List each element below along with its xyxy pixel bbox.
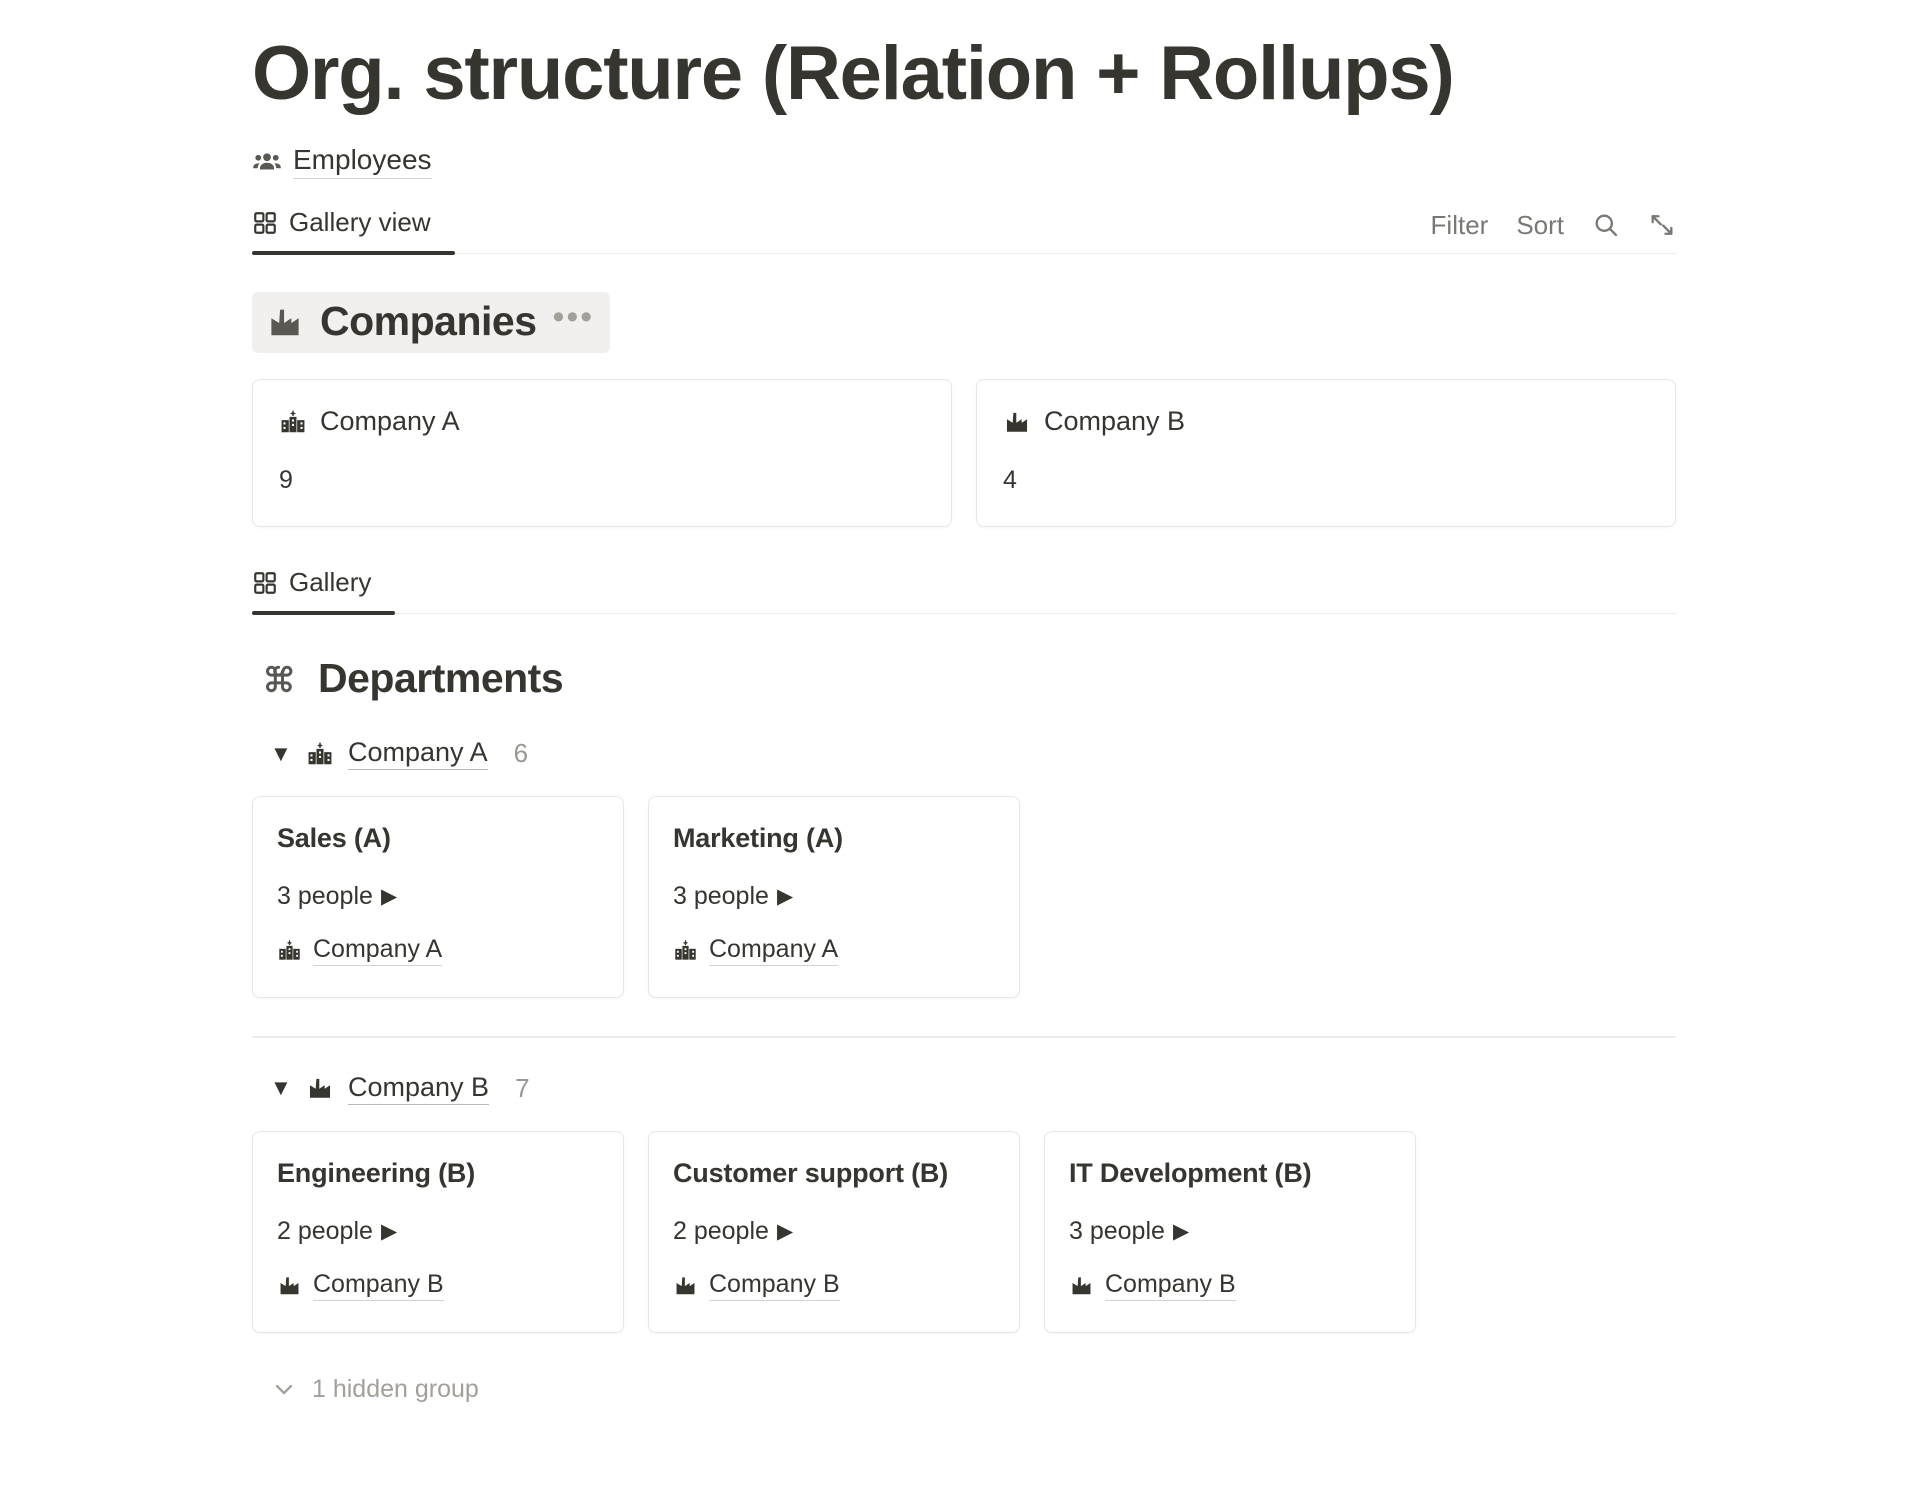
school-building-icon — [277, 938, 302, 963]
source-database-label: Employees — [293, 145, 432, 180]
company-card[interactable]: Company A 9 — [252, 379, 952, 528]
company-card[interactable]: Company B 4 — [976, 379, 1676, 528]
departments-view-toolbar: Gallery — [252, 567, 1676, 615]
department-people-count: 2 people — [673, 1216, 769, 1245]
factory-icon — [1003, 408, 1031, 436]
company-card-title: Company A — [320, 406, 460, 437]
department-relation[interactable]: Company B — [673, 1270, 995, 1301]
departments-view-tab-list: Gallery — [252, 567, 396, 615]
expand-diagonal-icon[interactable] — [1648, 211, 1676, 239]
school-building-icon — [673, 938, 698, 963]
department-card-title: Marketing (A) — [673, 823, 843, 854]
grid-icon — [252, 570, 278, 596]
department-relation[interactable]: Company B — [1069, 1270, 1391, 1301]
department-relation[interactable]: Company A — [277, 935, 599, 967]
school-building-icon — [279, 408, 307, 436]
play-triangle-icon[interactable]: ▶ — [776, 1219, 794, 1243]
department-card-title: IT Development (B) — [1069, 1157, 1312, 1188]
companies-view-toolbar: Gallery view Filter Sort — [252, 207, 1676, 255]
department-relation-label: Company B — [1105, 1270, 1236, 1301]
department-card[interactable]: Customer support (B) 2 people ▶ Company … — [648, 1130, 1020, 1333]
people-group-icon — [252, 147, 282, 177]
page-title: Org. structure (Relation + Rollups) — [252, 31, 1455, 116]
companies-database-title: Companies — [320, 298, 537, 345]
factory-icon — [277, 1273, 302, 1298]
group-header-company-a[interactable]: ▼ Company A 6 — [270, 737, 1916, 771]
group-count: 7 — [515, 1072, 530, 1103]
play-triangle-icon[interactable]: ▶ — [776, 885, 794, 909]
group-name[interactable]: Company B — [348, 1072, 490, 1105]
group-name[interactable]: Company A — [348, 737, 488, 771]
department-relation[interactable]: Company A — [673, 935, 995, 967]
department-relation-label: Company A — [709, 935, 839, 967]
department-card-title: Engineering (B) — [277, 1157, 475, 1188]
play-triangle-icon[interactable]: ▶ — [380, 1219, 398, 1243]
factory-icon — [1069, 1273, 1094, 1298]
factory-icon — [266, 303, 304, 341]
department-people-count: 3 people — [1069, 1216, 1165, 1245]
department-card[interactable]: IT Development (B) 3 people ▶ Company B — [1044, 1130, 1416, 1333]
factory-icon — [673, 1273, 698, 1298]
departments-database-header[interactable]: Departments — [266, 655, 564, 702]
group-collapse-caret[interactable]: ▼ — [270, 1075, 292, 1101]
grid-icon — [252, 210, 278, 236]
department-card[interactable]: Engineering (B) 2 people ▶ Company B — [252, 1130, 624, 1333]
company-card-title: Company B — [1044, 406, 1186, 437]
school-building-icon — [306, 740, 334, 768]
department-card[interactable]: Marketing (A) 3 people ▶ — [648, 796, 1020, 999]
group-header-company-b[interactable]: ▼ Company B 7 — [270, 1072, 1916, 1105]
source-database-link[interactable]: Employees — [252, 145, 432, 180]
department-people-count: 3 people — [673, 882, 769, 911]
filter-button[interactable]: Filter — [1430, 210, 1489, 241]
department-card-row: Engineering (B) 2 people ▶ Company B Cus… — [252, 1130, 1916, 1333]
company-card-head: Company A — [279, 406, 925, 437]
companies-database-header[interactable]: Companies ••• — [252, 292, 611, 354]
department-people-rollup[interactable]: 3 people ▶ — [673, 882, 995, 911]
tab-gallery[interactable]: Gallery — [252, 567, 396, 615]
department-relation[interactable]: Company B — [277, 1270, 599, 1301]
group-collapse-caret[interactable]: ▼ — [270, 740, 292, 766]
companies-menu-button[interactable]: ••• — [552, 297, 595, 336]
play-triangle-icon[interactable]: ▶ — [380, 885, 398, 909]
department-people-rollup[interactable]: 2 people ▶ — [673, 1217, 995, 1246]
department-people-count: 3 people — [277, 882, 373, 911]
department-card[interactable]: Sales (A) 3 people ▶ — [252, 796, 624, 999]
department-relation-label: Company B — [709, 1270, 840, 1301]
department-card-title: Customer support (B) — [673, 1157, 948, 1188]
department-people-rollup[interactable]: 3 people ▶ — [1069, 1217, 1391, 1246]
department-card-title: Sales (A) — [277, 823, 391, 854]
department-people-rollup[interactable]: 2 people ▶ — [277, 1217, 599, 1246]
sort-button[interactable]: Sort — [1516, 210, 1564, 241]
group-count: 6 — [513, 738, 529, 769]
companies-card-row: Company A 9 Company B 4 — [252, 379, 1916, 528]
page-root: Org. structure (Relation + Rollups) Empl… — [0, 30, 1916, 1404]
hidden-group-label: 1 hidden group — [312, 1374, 479, 1403]
department-people-rollup[interactable]: 3 people ▶ — [277, 882, 599, 911]
hidden-group-toggle[interactable]: 1 hidden group — [270, 1375, 1916, 1404]
search-icon[interactable] — [1592, 211, 1620, 239]
chevron-down-icon[interactable] — [270, 1375, 298, 1403]
company-card-value: 4 — [1003, 466, 1017, 495]
toolbar-actions: Filter Sort — [1431, 211, 1676, 253]
view-tab-list: Gallery view — [252, 207, 455, 255]
company-card-head: Company B — [1003, 406, 1649, 437]
tab-gallery-view-label: Gallery view — [289, 207, 431, 238]
play-triangle-icon[interactable]: ▶ — [1172, 1219, 1190, 1243]
tab-gallery-view[interactable]: Gallery view — [252, 207, 455, 255]
factory-icon — [306, 1074, 334, 1102]
command-icon — [266, 661, 302, 697]
department-people-count: 2 people — [277, 1216, 373, 1245]
group-divider — [252, 1036, 1676, 1038]
departments-database-title: Departments — [318, 655, 564, 702]
department-relation-label: Company A — [313, 935, 443, 967]
tab-gallery-label: Gallery — [289, 567, 372, 598]
company-card-value: 9 — [279, 466, 293, 495]
department-card-row: Sales (A) 3 people ▶ — [252, 796, 1916, 999]
department-relation-label: Company B — [313, 1270, 444, 1301]
